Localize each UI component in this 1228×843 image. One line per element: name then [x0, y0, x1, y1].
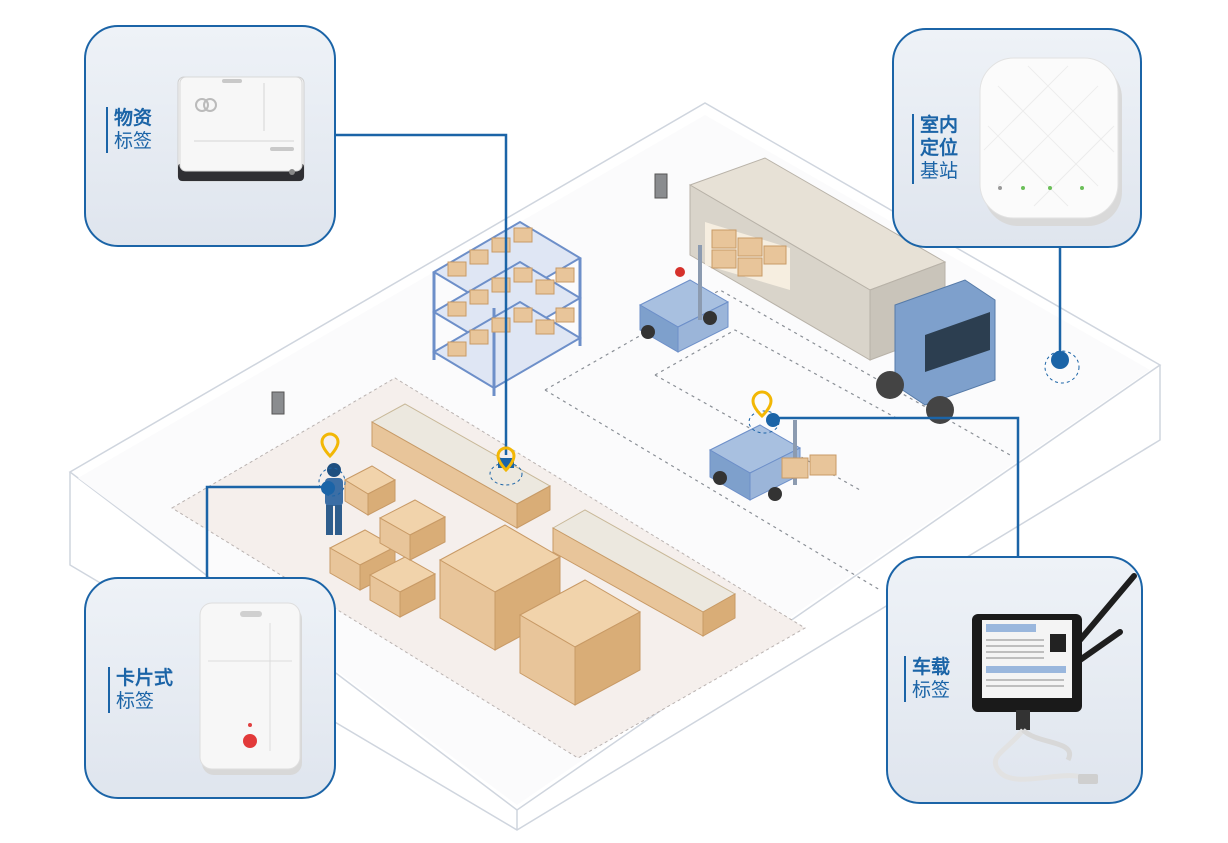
- base-station-label-line1: 室内: [920, 114, 959, 136]
- vehicle-tag-label-plain: 标签: [912, 679, 951, 702]
- wall-window: [654, 173, 668, 199]
- card-tag-label-plain: 标签: [116, 690, 155, 713]
- callout-vehicle-tag: 车载 标签: [886, 556, 1143, 804]
- vehicle-tag-label: 车载 标签: [904, 656, 951, 703]
- forklift: [638, 245, 730, 353]
- base-station-label: 室内 定位 基站: [912, 114, 958, 184]
- route-lines: [544, 289, 1011, 591]
- wall-window: [271, 391, 285, 415]
- location-pin-icon: [496, 446, 516, 473]
- forklift: [708, 420, 837, 501]
- beacon-icon: [1044, 350, 1080, 384]
- card-tag-label-bold: 卡片式: [116, 667, 174, 689]
- card-tag-label: 卡片式 标签: [108, 667, 174, 714]
- long-pallet: [370, 403, 552, 529]
- callout-card-tag: 卡片式 标签: [84, 577, 336, 799]
- beacon-icon: [489, 458, 523, 486]
- box-stack: [328, 465, 642, 706]
- connector-lines: [205, 133, 1062, 577]
- vehicle-tag-device: [972, 573, 1137, 784]
- beacon-icon: [748, 410, 780, 434]
- card-tag-device: [199, 602, 302, 775]
- vehicle-tag-label-bold: 车载: [912, 656, 951, 678]
- beacon-icon: [318, 467, 346, 497]
- base-station-label-plain: 基站: [920, 160, 959, 183]
- asset-tag-device: [177, 76, 305, 182]
- base-station-label-line2: 定位: [920, 137, 959, 160]
- asset-tag-label-bold: 物资: [114, 107, 153, 129]
- base-station-device: [979, 57, 1122, 226]
- callout-asset-tag: 物资 标签: [84, 25, 336, 247]
- callout-base-station: 室内 定位 基站: [892, 28, 1142, 248]
- location-pin-icon: [751, 390, 773, 419]
- truck: [688, 157, 996, 424]
- long-pallet: [551, 509, 737, 637]
- location-pin-icon: [320, 432, 340, 459]
- asset-tag-label: 物资 标签: [106, 107, 153, 154]
- asset-tag-label-plain: 标签: [114, 130, 153, 153]
